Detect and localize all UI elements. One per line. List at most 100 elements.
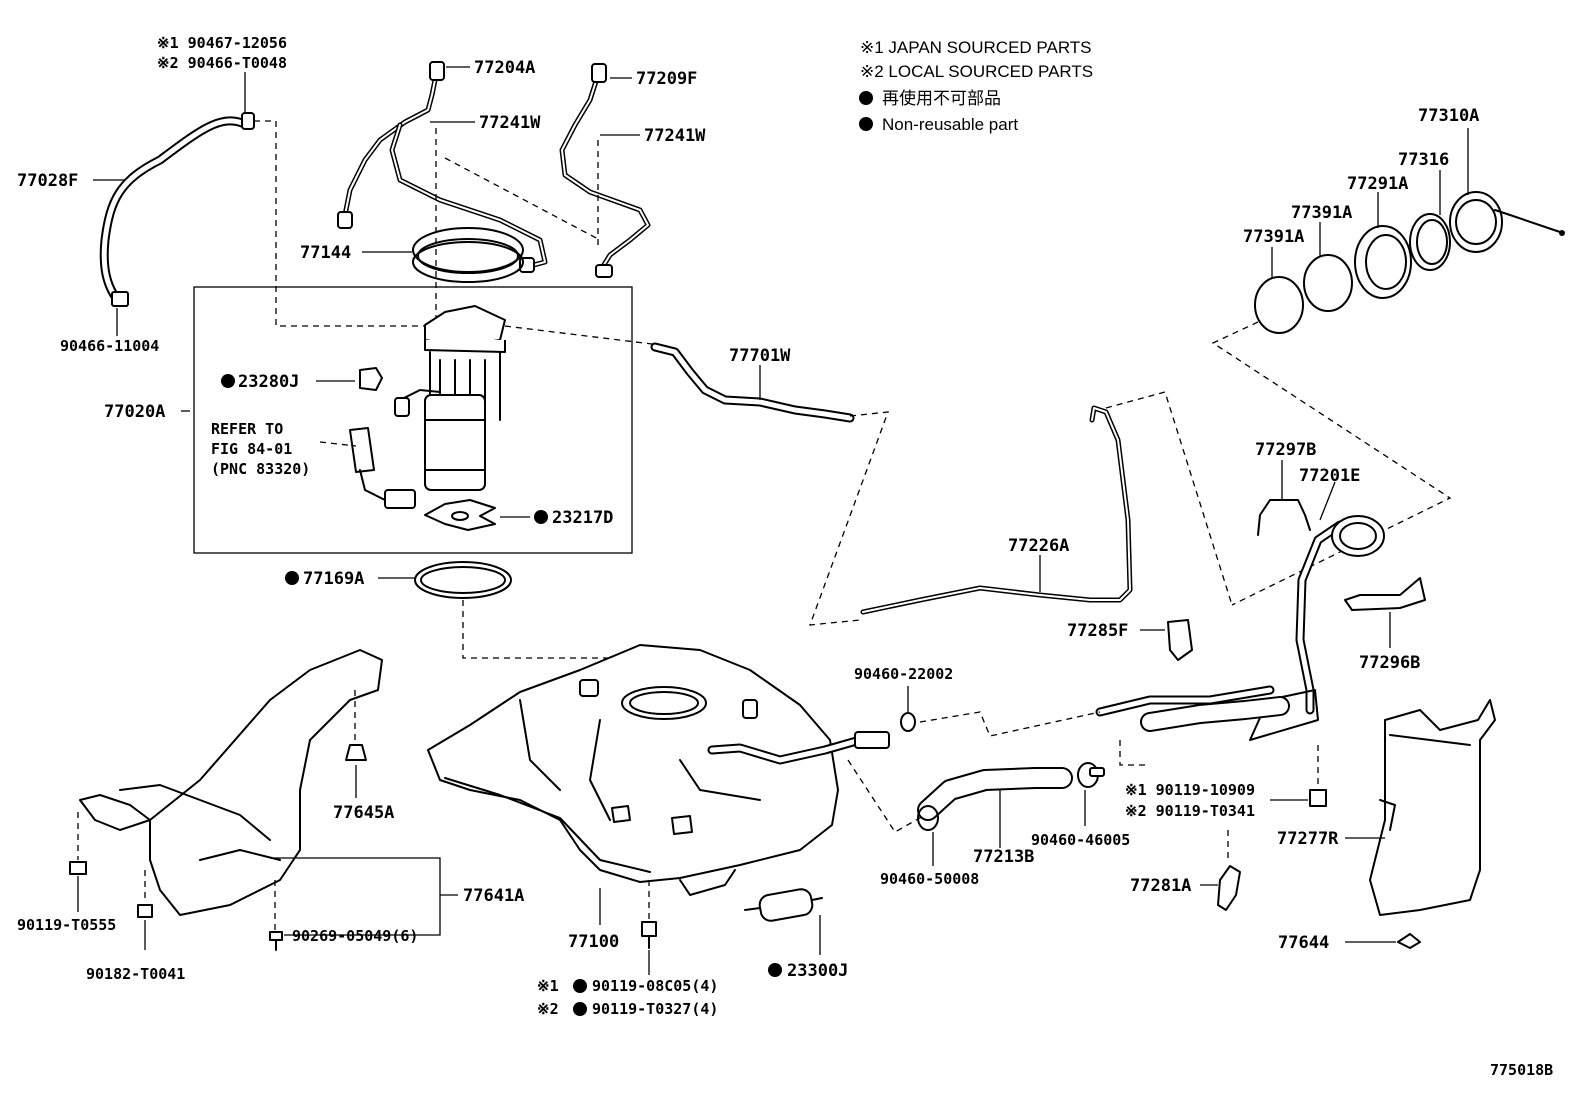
connector-77281a	[1217, 865, 1241, 911]
label-77204a: 77204A	[474, 58, 535, 78]
label-23300j: 23300J	[787, 961, 848, 981]
fuel-tube-77209f	[559, 63, 651, 278]
non-reusable-bullet-icon	[285, 571, 299, 585]
gasket-77169a	[414, 561, 512, 599]
star2-mark: ※2	[537, 1000, 559, 1018]
legend-japan-sourced: ※1 JAPAN SOURCED PARTS	[860, 38, 1092, 57]
non-reusable-bullet-icon	[573, 1002, 587, 1016]
label-90467-12056: ※1 90467-12056	[157, 34, 287, 52]
clamp-90460-46005	[1077, 762, 1105, 788]
label-23280j: 23280J	[238, 372, 299, 392]
fuel-filter-23300j	[744, 888, 823, 922]
label-77028f: 77028F	[17, 171, 78, 191]
star1-mark: ※1	[537, 977, 559, 995]
bolt-90119-t0555	[69, 861, 87, 875]
label-77281a: 77281A	[1130, 876, 1191, 896]
label-77296b: 77296B	[1359, 653, 1420, 673]
part-labels: ※1 90467-12056 ※2 90466-T0048 77204A 772…	[17, 34, 1553, 1079]
label-90466-t0048: ※2 90466-T0048	[157, 54, 287, 72]
label-77100: 77100	[568, 932, 619, 952]
label-77391a-b: 77391A	[1243, 227, 1304, 247]
label-90269-05049: 90269-05049(6)	[292, 927, 418, 945]
label-77201e: 77201E	[1299, 466, 1360, 486]
label-77297b: 77297B	[1255, 440, 1316, 460]
leader-lines	[77, 66, 1469, 975]
label-77020a: 77020A	[104, 402, 165, 422]
breather-hose	[1095, 685, 1275, 717]
fuel-tube-77204a	[337, 61, 548, 273]
label-90460-46005: 90460-46005	[1031, 831, 1130, 849]
fuel-tank-77100	[427, 644, 890, 896]
nut-90182-t0041	[137, 904, 153, 918]
gasket-23217d	[424, 499, 496, 531]
label-77277r: 77277R	[1277, 829, 1339, 849]
vent-tube-77226a	[860, 405, 1133, 615]
check-valve-23280j	[359, 367, 383, 391]
non-reusable-bullet-icon	[573, 979, 587, 993]
label-90119-08c05: 90119-08C05(4)	[592, 977, 718, 995]
figure-number: 775018B	[1490, 1061, 1553, 1079]
clip-77644	[1397, 933, 1421, 949]
seal-77391a-b	[1254, 276, 1304, 334]
label-90119-t0341: ※2 90119-T0341	[1125, 802, 1255, 820]
non-reusable-bullet-icon	[859, 117, 873, 131]
legend-non-reusable-en: Non-reusable part	[882, 115, 1018, 134]
reference-note-line3: (PNC 83320)	[211, 460, 310, 478]
breather-tube-77701w	[650, 342, 855, 423]
bolt-90119-08c05	[641, 921, 657, 949]
clamp-90460-50008	[917, 805, 939, 831]
fuel-pump-assembly-77020a	[349, 305, 506, 509]
label-77144: 77144	[300, 243, 351, 263]
legend-non-reusable-jp: 再使用不可部品	[882, 88, 1001, 108]
label-90182-t0041: 90182-T0041	[86, 965, 185, 983]
label-77701w: 77701W	[729, 346, 791, 366]
vent-hose-77028f	[99, 112, 255, 307]
gasket-77316	[1409, 213, 1451, 271]
clip-77645a	[345, 744, 367, 761]
screw-90269-05049	[269, 931, 283, 951]
seal-77391a-a	[1303, 254, 1353, 312]
filler-hose	[1140, 696, 1290, 732]
non-reusable-bullet-icon	[534, 510, 548, 524]
label-90119-t0327: 90119-T0327(4)	[592, 1000, 718, 1018]
retainer-ring-77144	[412, 227, 524, 283]
label-77291a: 77291A	[1347, 174, 1408, 194]
seal-77291a	[1354, 225, 1412, 299]
label-90119-t0555: 90119-T0555	[17, 916, 116, 934]
reference-note-line2: FIG 84-01	[211, 440, 292, 458]
non-reusable-bullet-icon	[768, 963, 782, 977]
label-77241w-a: 77241W	[479, 113, 541, 133]
label-77391a-a: 77391A	[1291, 203, 1352, 223]
filler-pipe-77201e	[1249, 515, 1385, 741]
bracket-77296b	[1344, 577, 1426, 611]
clamp-90460-22002	[900, 712, 916, 732]
inlet-hose-77213b	[917, 767, 1073, 821]
legend-local-sourced: ※2 LOCAL SOURCED PARTS	[860, 62, 1093, 81]
protector-77641a	[79, 649, 383, 916]
protector-77285f	[1167, 619, 1193, 661]
label-77645a: 77645A	[333, 803, 394, 823]
label-77644: 77644	[1278, 933, 1329, 953]
label-77316: 77316	[1398, 150, 1449, 170]
label-77226a: 77226A	[1008, 536, 1069, 556]
label-77213b: 77213B	[973, 847, 1034, 867]
label-90460-22002: 90460-22002	[854, 665, 953, 683]
bolt-90119-10909	[1309, 789, 1327, 807]
label-90119-10909: ※1 90119-10909	[1125, 781, 1255, 799]
protector-77277r	[1369, 699, 1496, 916]
label-77241w-b: 77241W	[644, 126, 706, 146]
label-77209f: 77209F	[636, 69, 697, 89]
label-77285f: 77285F	[1067, 621, 1128, 641]
fuel-pump-assembly-frame	[193, 286, 633, 554]
label-77641a: 77641A	[463, 886, 524, 906]
label-77169a: 77169A	[303, 569, 364, 589]
legend: ※1 JAPAN SOURCED PARTS ※2 LOCAL SOURCED …	[859, 38, 1093, 134]
label-90460-50008: 90460-50008	[880, 870, 979, 888]
label-23217d: 23217D	[552, 508, 613, 528]
label-90466-11004: 90466-11004	[60, 337, 159, 355]
non-reusable-bullet-icon	[221, 374, 235, 388]
reference-note-line1: REFER TO	[211, 420, 283, 438]
non-reusable-bullet-icon	[859, 91, 873, 105]
label-77310a: 77310A	[1418, 106, 1479, 126]
